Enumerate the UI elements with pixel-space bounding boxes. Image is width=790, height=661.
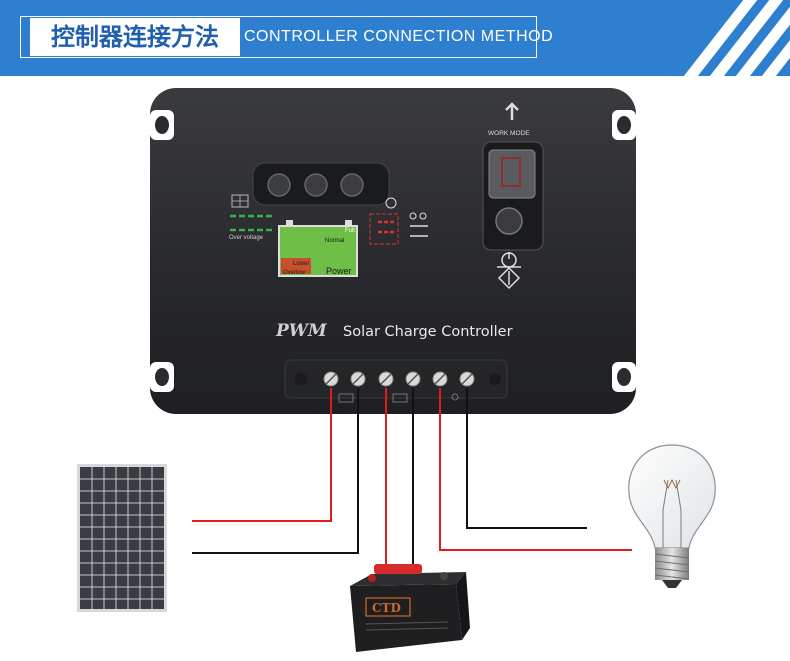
terminal-block [284,359,508,403]
lamp-icon [385,197,397,209]
solar-positive-wire [192,388,332,522]
load-negative-wire [466,388,587,529]
led-indicators [252,162,390,206]
over-voltage-label: Over voltage [229,235,264,241]
work-mode-panel: WORK MODE [482,102,544,290]
solar-negative-wire [192,388,359,554]
load-positive-wire [439,388,632,551]
lower-label: Lower [293,261,309,267]
full-label: Full [345,228,355,234]
mounting-holes [150,110,636,392]
status-panel: Over voltage Full Normal Lower Overlow P… [229,194,428,277]
page-title-english: CONTROLLER CONNECTION METHOD [244,28,554,45]
battery-brand-label: CTD [372,601,401,615]
normal-label: Normal [325,238,344,244]
light-bulb-icon [628,444,716,588]
overflow-label: Overlow [283,270,306,276]
terminal-screws [323,371,475,387]
arrow-up-icon [505,102,519,120]
mode-button [495,207,523,235]
power-label: Power [326,266,352,276]
brand-label: PWM [275,321,328,341]
page-title-chinese: 控制器连接方法 [30,18,240,56]
product-name: Solar Charge Controller [343,324,513,340]
low-level-fill [281,258,311,274]
battery-handle [374,564,422,574]
wiring [192,388,632,576]
title-frame [20,16,537,58]
mode-display [488,149,536,199]
work-mode-label: WORK MODE [488,130,530,137]
charge-controller: Over voltage Full Normal Lower Overlow P… [150,88,636,414]
battery-icon: CTD [350,564,470,652]
solar-panel-icon [77,464,167,612]
